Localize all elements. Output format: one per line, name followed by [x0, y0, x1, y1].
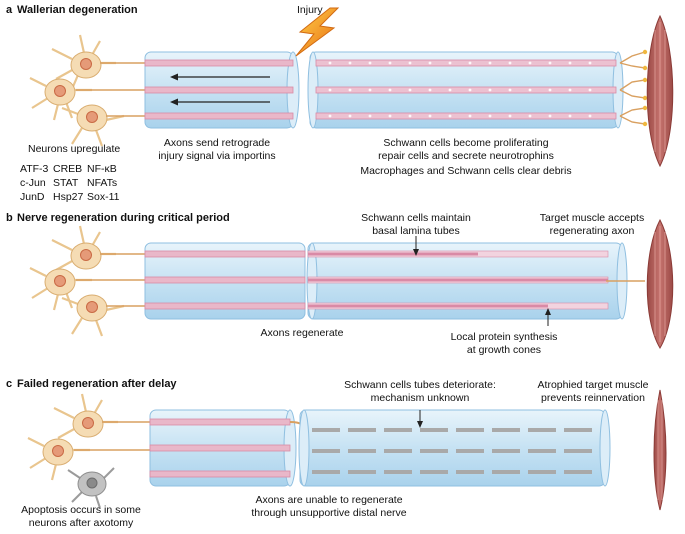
protein-synthesis-caption-line: at growth cones	[467, 344, 541, 356]
panel-b-letter: b	[6, 212, 13, 224]
apoptosis-caption-line: neurons after axotomy	[29, 517, 134, 529]
apoptotic-neuron	[67, 467, 115, 509]
apoptosis-caption-line: Apoptosis occurs in some	[21, 504, 141, 516]
tube-deteriorate-caption-line: mechanism unknown	[371, 392, 470, 404]
gene-label: Hsp27	[53, 191, 84, 203]
proximal-nerve-c	[149, 409, 311, 487]
neuron	[51, 225, 116, 271]
macrophage-caption: Macrophages and Schwann cells clear debr…	[360, 165, 571, 177]
neuron	[29, 267, 92, 311]
neuron	[51, 34, 116, 90]
atrophied-target-caption-line: prevents reinnervation	[541, 392, 645, 404]
panel-c: c Failed regeneration after delay	[6, 378, 667, 529]
panel-c-letter: c	[6, 378, 12, 390]
distal-nerve-b	[306, 242, 628, 320]
neuron	[27, 437, 90, 481]
axons-regenerate-caption: Axons regenerate	[261, 327, 344, 339]
unable-regenerate-caption-line: through unsupportive distal nerve	[251, 507, 406, 519]
gene-label: ATF-3	[20, 163, 49, 175]
gene-label: NF-κB	[87, 163, 117, 175]
schwann-repair-caption-line: repair cells and secrete neurotrophins	[378, 150, 554, 162]
atrophied-target-caption-line: Atrophied target muscle	[538, 379, 649, 391]
gene-label: JunD	[20, 191, 45, 203]
gene-label: NFATs	[87, 177, 117, 189]
basal-lamina-caption-line: basal lamina tubes	[372, 225, 460, 237]
schwann-repair-caption-line: Schwann cells become proliferating	[383, 137, 548, 149]
injury-bolt-icon	[295, 7, 340, 57]
gene-label: c-Jun	[20, 177, 46, 189]
injury-label: Injury	[297, 4, 323, 16]
gene-label: Sox-11	[87, 191, 120, 203]
proximal-nerve-a	[144, 51, 300, 129]
gene-label: STAT	[53, 177, 79, 189]
distal-nerve-c	[298, 409, 611, 487]
protein-synthesis-caption-line: Local protein synthesis	[451, 331, 558, 343]
tube-deteriorate-caption-line: Schwann cells tubes deteriorate:	[344, 379, 496, 391]
atrophied-muscle-c	[653, 389, 667, 511]
neuron	[53, 393, 118, 439]
panel-b-title: Nerve regeneration during critical perio…	[17, 212, 230, 224]
target-muscle-a	[646, 14, 674, 168]
retrograde-caption-line: Axons send retrograde	[164, 137, 270, 149]
unable-regenerate-caption-line: Axons are unable to regenerate	[255, 494, 402, 506]
neurons-upregulate-label: Neurons upregulate	[28, 143, 120, 155]
panel-a: a Wallerian degeneration	[6, 4, 674, 203]
panel-a-letter: a	[6, 4, 13, 16]
gene-label: CREB	[53, 163, 82, 175]
panel-a-title: Wallerian degeneration	[17, 4, 138, 16]
panel-c-title: Failed regeneration after delay	[17, 378, 177, 390]
neuron-group-a	[29, 34, 125, 147]
neuron	[61, 104, 125, 147]
neuron	[29, 77, 92, 121]
neuron-group-b	[29, 225, 125, 337]
neuron	[61, 294, 125, 337]
retrograde-caption-line: injury signal via importins	[158, 150, 275, 162]
target-muscle-b	[646, 218, 674, 349]
basal-lamina-caption-line: Schwann cells maintain	[361, 212, 471, 224]
target-accepts-caption-line: regenerating axon	[550, 225, 635, 237]
neuron-group-c	[27, 393, 118, 509]
distal-nerve-a	[307, 51, 624, 129]
proximal-nerve-b	[144, 242, 306, 320]
panel-b: b Nerve regeneration during critical per…	[6, 212, 674, 356]
target-accepts-caption-line: Target muscle accepts	[540, 212, 644, 224]
